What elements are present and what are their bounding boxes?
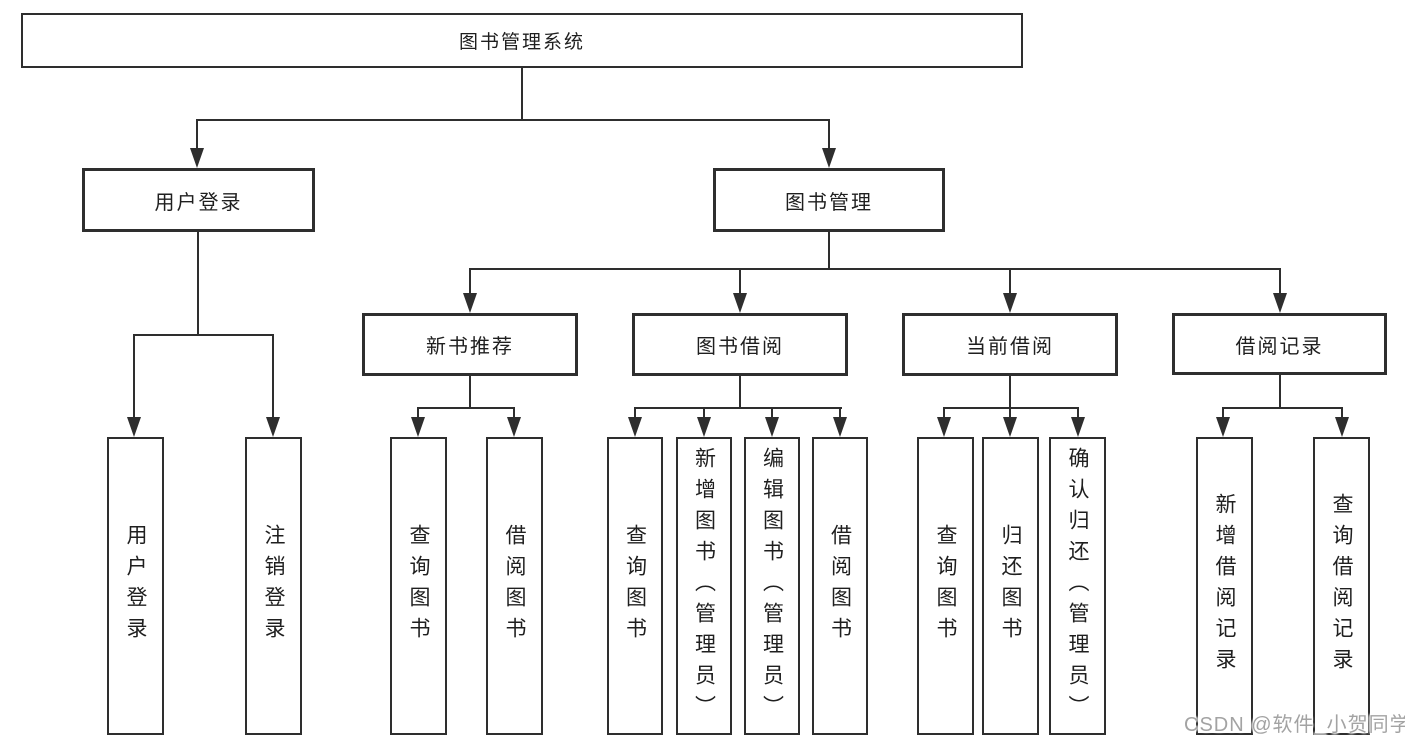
connector-vline [703, 407, 705, 418]
leaf-borrow-edit-book-admin: 编辑图书（管理员） [744, 437, 800, 735]
arrow-down-icon [463, 293, 477, 313]
arrow-down-icon [733, 293, 747, 313]
connector-vline [1279, 375, 1281, 407]
node-current-borrow: 当前借阅 [902, 313, 1118, 376]
leaf-label: 借阅图书 [828, 524, 852, 648]
connector-vline [828, 232, 830, 268]
leaf-recommend-query-book: 查询图书 [390, 437, 447, 735]
csdn-watermark: CSDN @软件_小贺同学 [1184, 714, 1405, 736]
arrow-down-icon [1216, 417, 1230, 437]
arrow-down-icon [937, 417, 951, 437]
node-label: 当前借阅 [966, 336, 1054, 358]
connector-vline [1222, 407, 1224, 418]
connector-hline [417, 407, 515, 409]
connector-vline [739, 376, 741, 407]
node-book-management: 图书管理 [713, 168, 945, 232]
node-root: 图书管理系统 [21, 13, 1023, 68]
arrow-down-icon [833, 417, 847, 437]
leaf-label: 查询借阅记录 [1330, 493, 1353, 679]
connector-vline [1009, 407, 1011, 418]
connector-hline [469, 268, 1281, 270]
connector-vline [1341, 407, 1343, 418]
connector-vline [828, 119, 830, 149]
leaf-borrow-query-book: 查询图书 [607, 437, 663, 735]
connector-vline [133, 334, 135, 418]
connector-vline [771, 407, 773, 418]
node-label: 图书借阅 [696, 336, 784, 358]
connector-hline [1222, 407, 1343, 409]
leaf-records-query-record: 查询借阅记录 [1313, 437, 1370, 735]
node-new-book-recommend: 新书推荐 [362, 313, 578, 376]
arrow-down-icon [765, 417, 779, 437]
node-label: 用户登录 [154, 191, 243, 214]
node-label: 新书推荐 [426, 336, 514, 358]
arrow-down-icon [1003, 293, 1017, 313]
leaf-current-return-book: 归还图书 [982, 437, 1039, 735]
arrow-down-icon [1003, 417, 1017, 437]
connector-vline [272, 334, 274, 418]
arrow-down-icon [190, 148, 204, 168]
connector-vline [634, 407, 636, 418]
connector-hline [634, 407, 842, 409]
leaf-current-confirm-return-admin: 确认归还（管理员） [1049, 437, 1106, 735]
leaf-label: 查询图书 [623, 524, 647, 648]
leaf-recommend-borrow-book: 借阅图书 [486, 437, 543, 735]
leaf-label: 注销登录 [262, 524, 285, 648]
connector-vline [739, 268, 741, 294]
leaf-label: 新增借阅记录 [1213, 493, 1236, 679]
connector-vline [469, 268, 471, 294]
arrow-down-icon [1273, 293, 1287, 313]
connector-vline [197, 232, 199, 334]
connector-vline [417, 407, 419, 418]
connector-vline [521, 68, 523, 119]
arrow-down-icon [411, 417, 425, 437]
leaf-label: 归还图书 [999, 524, 1022, 648]
connector-hline [943, 407, 1079, 409]
arrow-down-icon [697, 417, 711, 437]
connector-vline [513, 407, 515, 418]
leaf-logout: 注销登录 [245, 437, 302, 735]
connector-hline [133, 334, 274, 336]
leaf-borrow-borrow-book: 借阅图书 [812, 437, 868, 735]
leaf-label: 查询图书 [407, 524, 430, 648]
node-label: 图书管理 [785, 191, 873, 214]
leaf-label: 用户登录 [124, 524, 147, 648]
arrow-down-icon [507, 417, 521, 437]
leaf-user-login: 用户登录 [107, 437, 164, 735]
node-borrow-records: 借阅记录 [1172, 313, 1387, 375]
connector-vline [1009, 268, 1011, 294]
node-root-label: 图书管理系统 [458, 32, 585, 53]
leaf-records-add-record: 新增借阅记录 [1196, 437, 1253, 735]
leaf-label: 新增图书（管理员） [692, 446, 716, 726]
connector-vline [1009, 376, 1011, 407]
leaf-label: 编辑图书（管理员） [760, 446, 784, 726]
leaf-label: 借阅图书 [503, 524, 526, 648]
leaf-current-query-book: 查询图书 [917, 437, 974, 735]
leaf-borrow-add-book-admin: 新增图书（管理员） [676, 437, 732, 735]
connector-vline [469, 376, 471, 407]
node-user-login: 用户登录 [82, 168, 315, 232]
arrow-down-icon [822, 148, 836, 168]
node-label: 借阅记录 [1235, 335, 1324, 358]
arrow-down-icon [1071, 417, 1085, 437]
connector-vline [943, 407, 945, 418]
arrow-down-icon [127, 417, 141, 437]
connector-hline [196, 119, 830, 121]
node-book-borrow: 图书借阅 [632, 313, 848, 376]
connector-vline [196, 119, 198, 149]
connector-vline [1077, 407, 1079, 418]
arrow-down-icon [266, 417, 280, 437]
connector-vline [1279, 268, 1281, 294]
leaf-label: 确认归还（管理员） [1066, 446, 1089, 726]
leaf-label: 查询图书 [934, 524, 957, 648]
connector-vline [839, 407, 841, 418]
arrow-down-icon [1335, 417, 1349, 437]
arrow-down-icon [628, 417, 642, 437]
